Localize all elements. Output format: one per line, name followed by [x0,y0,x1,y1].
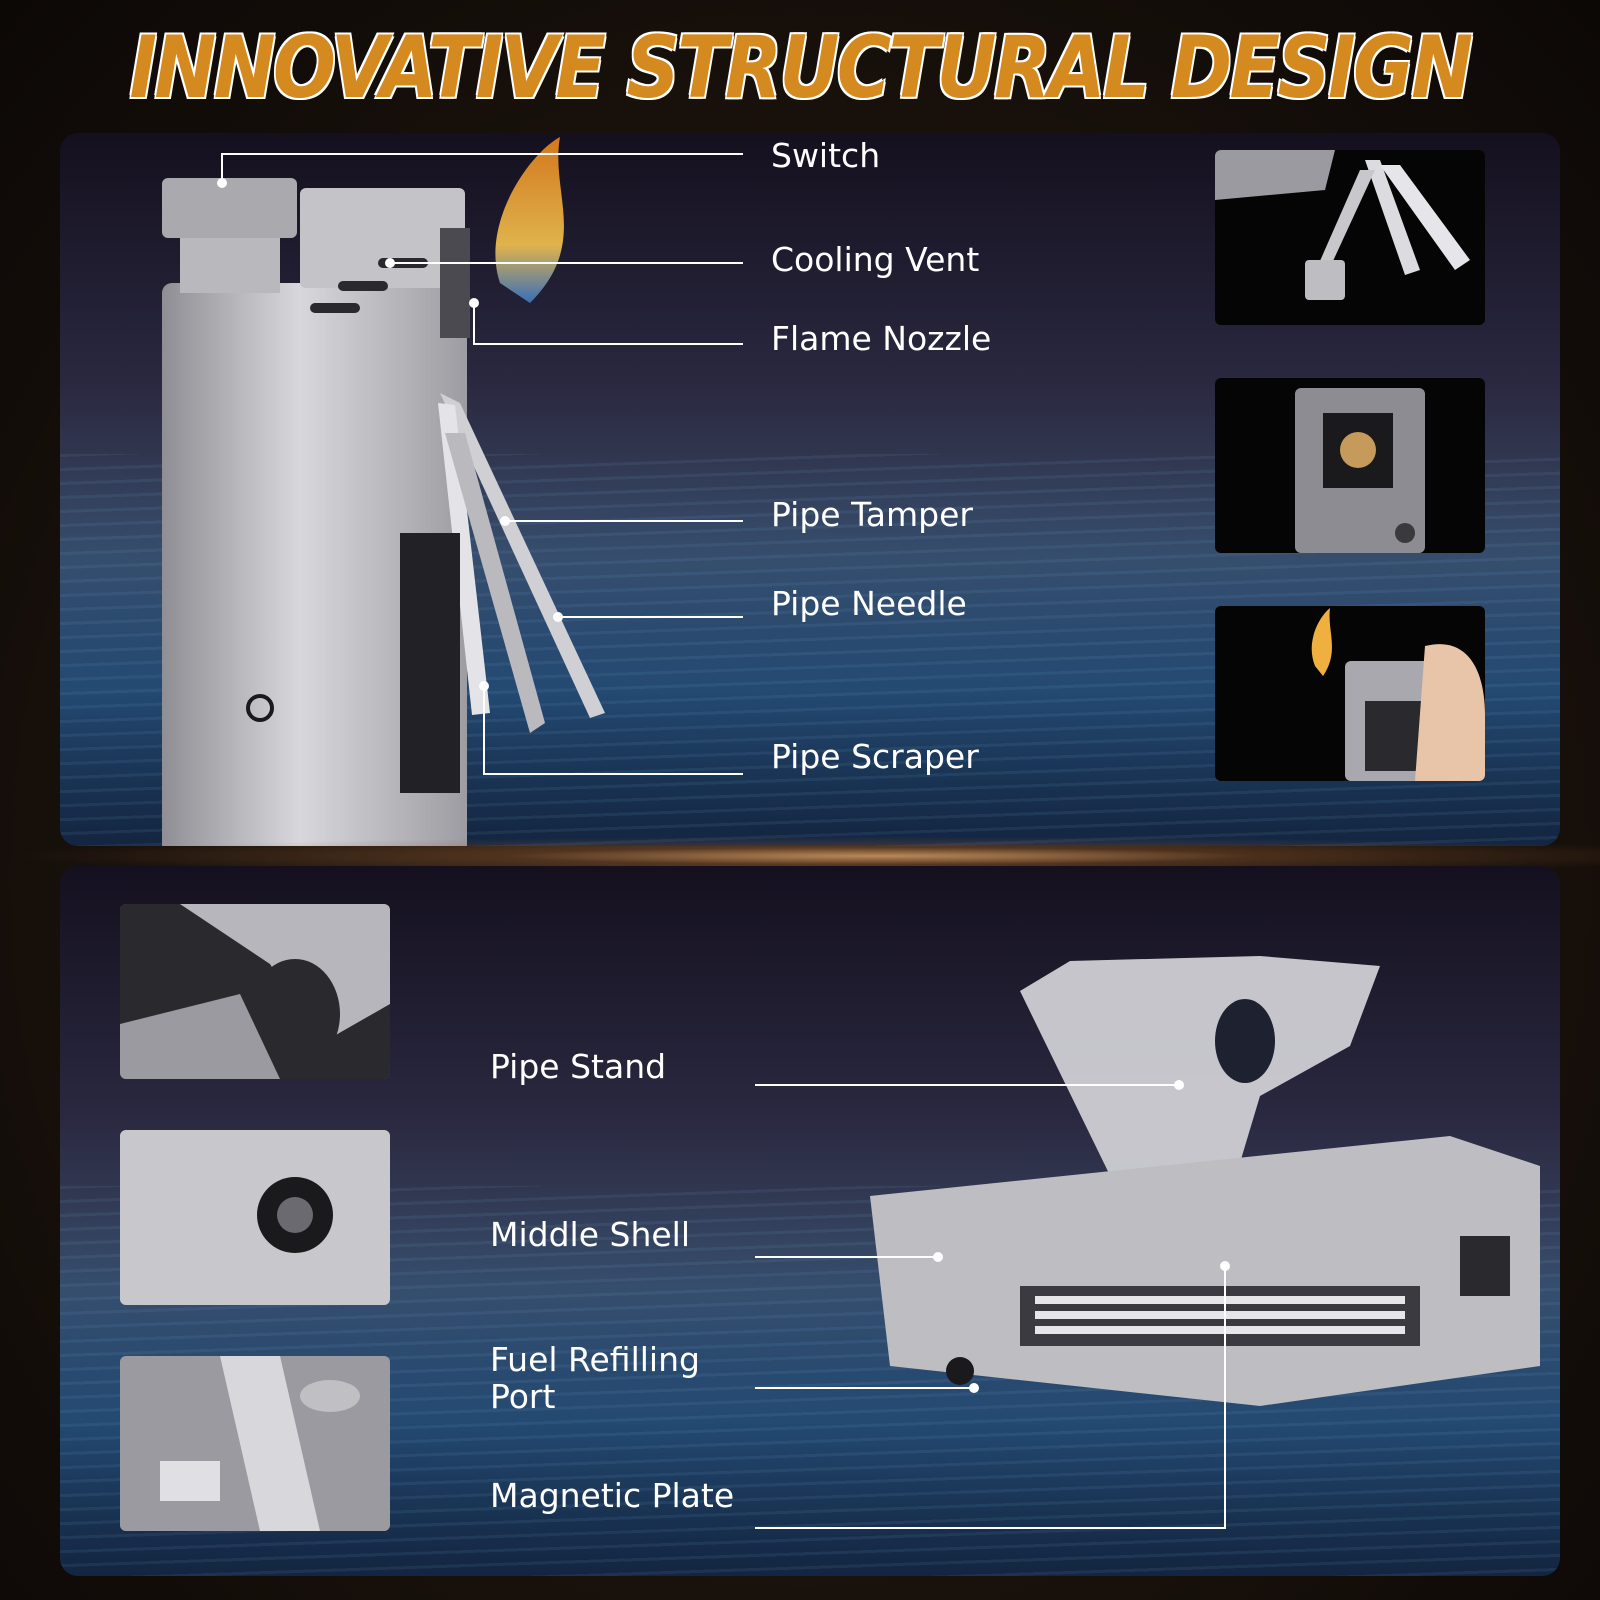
thumbnail-lighter-in-hand [1215,606,1485,781]
thumbnail-magnetic-plate [120,1356,390,1531]
label-cooling-vent: Cooling Vent [771,240,980,279]
magnetic-plate-icon [120,1356,390,1531]
fuel-port-icon [120,1130,390,1305]
leader-pipe-scraper [483,686,743,775]
top-feature-panel: Switch Cooling Vent Flame Nozzle Pipe Ta… [60,133,1560,846]
headline: INNOVATIVE STRUCTURAL DESIGN [129,18,1473,118]
leader-magnetic-plate [755,1266,1226,1529]
lit-lighter-icon [1311,608,1485,781]
label-pipe-tamper: Pipe Tamper [771,495,973,534]
leader-flame-nozzle [473,303,743,345]
leader-switch [221,153,743,183]
tools-icon [1215,150,1470,300]
thumbnail-flame-nozzle [1215,378,1485,553]
label-flame-nozzle: Flame Nozzle [771,319,992,358]
label-pipe-needle: Pipe Needle [771,584,967,623]
label-magnetic-plate: Magnetic Plate [490,1476,735,1515]
label-switch: Switch [771,136,881,175]
top-product-illustration [162,137,605,846]
thumbnail-fuel-port [120,1130,390,1305]
bottom-feature-panel: Pipe Stand Middle Shell Fuel Refilling P… [60,866,1560,1576]
label-pipe-stand: Pipe Stand [490,1047,667,1086]
thumbnail-tools-fanned [1215,150,1485,325]
pipe-stand-icon [120,904,390,1079]
bottom-product-illustration [870,956,1540,1406]
nozzle-icon [1295,388,1425,553]
label-fuel-refilling-port: Fuel Refilling Port [490,1340,700,1416]
label-pipe-scraper: Pipe Scraper [771,737,979,776]
thumbnail-pipe-stand [120,904,390,1079]
label-middle-shell: Middle Shell [490,1215,690,1254]
